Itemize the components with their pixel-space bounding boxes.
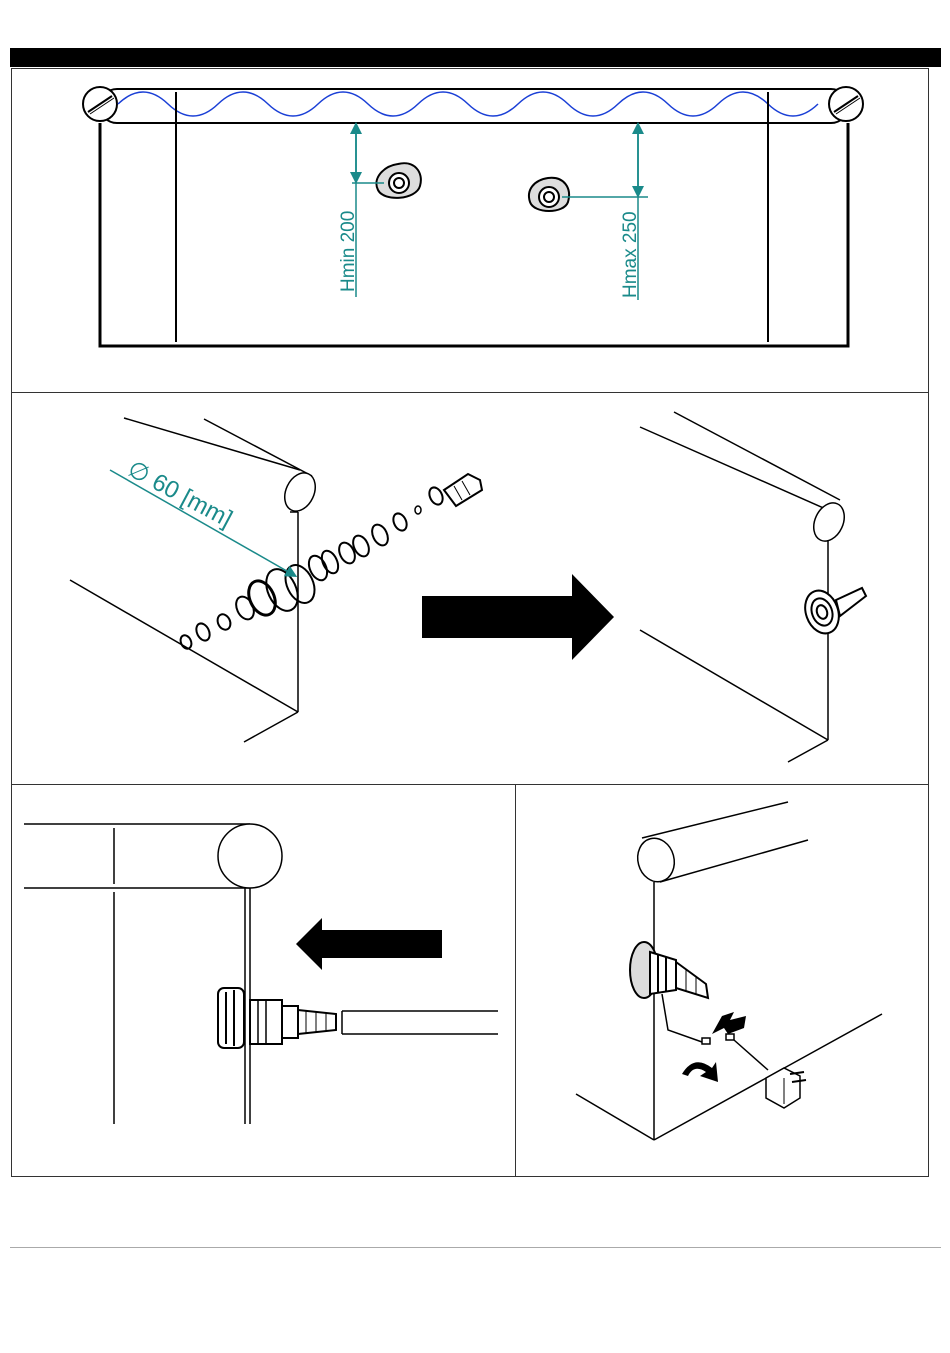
label-hmax: Hmax 250 xyxy=(620,211,641,298)
water-surface xyxy=(118,92,818,116)
inlet-fitting-max xyxy=(529,178,569,211)
pool-wall xyxy=(100,123,848,346)
label-hmin: Hmin 200 xyxy=(338,211,359,292)
rail-cap-right xyxy=(829,87,863,121)
arrow-connect-icon xyxy=(712,1012,746,1034)
power-plug-icon xyxy=(766,1068,806,1108)
rail-cap-left xyxy=(83,87,117,121)
pool-rail xyxy=(100,89,848,123)
arrow-left-icon xyxy=(296,918,442,970)
inlet-fitting-min xyxy=(376,163,420,198)
section-view xyxy=(24,824,498,1124)
label-diameter: ∅ 60 [mm] xyxy=(123,455,237,532)
pool-elevation: Hmin 200 Hmax 250 xyxy=(83,87,863,346)
sensor-connection-view xyxy=(576,802,882,1140)
arrow-right-icon xyxy=(422,574,614,660)
assembled-view xyxy=(640,412,866,762)
rotate-arrow-icon xyxy=(682,1062,718,1082)
